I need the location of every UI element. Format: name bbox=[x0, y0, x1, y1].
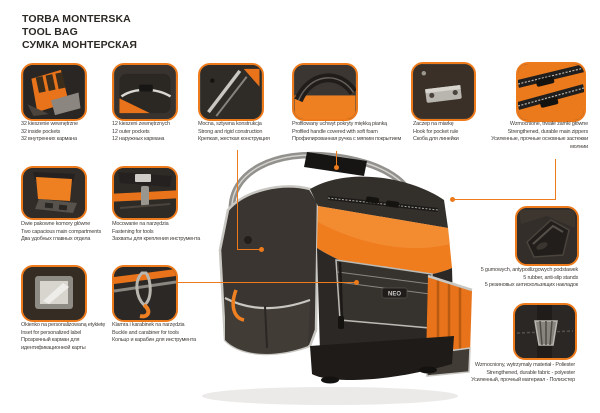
callout-dot-rigid-construction bbox=[259, 247, 264, 252]
brand-label bbox=[381, 287, 408, 299]
feature-caption-main-compartments: Dwie pakowne komory główne Two capacious… bbox=[21, 221, 102, 243]
feature-image-tool-fastening bbox=[112, 166, 178, 220]
callout-line-rigid-construction-h bbox=[237, 249, 261, 250]
inside-pockets-photo-icon bbox=[23, 65, 85, 119]
feature-caption-tool-fastening: Mocowanie na narzędzia Fastening for too… bbox=[112, 221, 201, 243]
label-window-photo-icon bbox=[23, 267, 85, 320]
profiled-handle-photo-icon bbox=[294, 65, 356, 119]
feature-image-main-compartments bbox=[21, 166, 87, 220]
callout-line-main-zippers-h bbox=[452, 199, 556, 200]
buckle-carabiner-photo-icon bbox=[114, 267, 176, 320]
feature-image-profiled-handle bbox=[292, 63, 358, 121]
callout-line-profiled-handle bbox=[336, 151, 337, 167]
title-ru: СУМКА МОНТЕРСКАЯ bbox=[22, 39, 138, 51]
rigid-construction-photo-icon bbox=[200, 65, 262, 119]
feature-caption-label-window: Okienko na personalizowaną etykietę Inse… bbox=[21, 322, 106, 351]
brand-label-text: NEO bbox=[388, 292, 401, 298]
callout-dot-buckle-carabiner bbox=[354, 280, 359, 285]
feature-caption-main-zippers: Wzmocnione, trwałe zamki główne Strength… bbox=[491, 121, 588, 150]
feature-caption-rubber-stands: 5 gumowych, antypoślizgowych podstawek 5… bbox=[480, 267, 578, 289]
feature-caption-rule-hook: Zaczep na miarkę Hook for pocket rule Ск… bbox=[413, 121, 459, 143]
rubber-stands-photo-icon bbox=[517, 208, 577, 264]
feature-image-rubber-stands bbox=[515, 206, 579, 266]
feature-caption-rigid-construction: Mocna, sztywna konstrukcja Strong and ri… bbox=[198, 121, 270, 143]
callout-line-rigid-construction bbox=[237, 150, 238, 250]
feature-image-rule-hook bbox=[411, 62, 476, 121]
callout-dot-main-zippers bbox=[450, 197, 455, 202]
tool-bag-product-image: NEO bbox=[202, 151, 473, 405]
feature-image-outer-pockets bbox=[112, 63, 178, 121]
feature-caption-durable-fabric: Wzmocniony, wytrzymały materiał - Polies… bbox=[471, 362, 575, 384]
feature-image-label-window bbox=[21, 265, 87, 322]
feature-image-main-zippers bbox=[516, 62, 586, 122]
feature-caption-outer-pockets: 12 kieszeni zewnętrznych 12 outer pocket… bbox=[112, 121, 170, 143]
feature-image-inside-pockets bbox=[21, 63, 87, 121]
title-en: TOOL BAG bbox=[22, 26, 78, 38]
durable-fabric-photo-icon bbox=[515, 305, 575, 358]
bag-base bbox=[310, 336, 454, 380]
feature-caption-inside-pockets: 32 kieszenie wewnętrzne 32 inside pocket… bbox=[21, 121, 78, 143]
page-title: TORBA MONTERSKA TOOL BAG СУМКА МОНТЕРСКА… bbox=[22, 13, 137, 52]
feature-image-buckle-carabiner bbox=[112, 265, 178, 322]
feature-caption-buckle-carabiner: Klamra i karabinek na narzędzia Buckle a… bbox=[112, 322, 196, 344]
callout-line-main-zippers-v bbox=[555, 159, 556, 200]
bag-left-outer-pockets bbox=[224, 289, 311, 354]
callout-dot-profiled-handle bbox=[334, 165, 339, 170]
feature-image-durable-fabric bbox=[513, 303, 577, 360]
bag-foam-grip bbox=[304, 152, 367, 176]
main-zippers-photo-icon bbox=[518, 64, 584, 120]
tool-fastening-photo-icon bbox=[114, 168, 176, 218]
feature-caption-profiled-handle: Profilowany uchwyt pokryty miękką pianką… bbox=[292, 121, 402, 143]
rule-hook-photo-icon bbox=[413, 64, 474, 119]
callout-line-buckle-carabiner bbox=[176, 282, 356, 283]
title-pl: TORBA MONTERSKA bbox=[22, 13, 131, 25]
main-compartments-photo-icon bbox=[23, 168, 85, 218]
feature-image-rigid-construction bbox=[198, 63, 264, 121]
outer-pockets-photo-icon bbox=[114, 65, 176, 119]
